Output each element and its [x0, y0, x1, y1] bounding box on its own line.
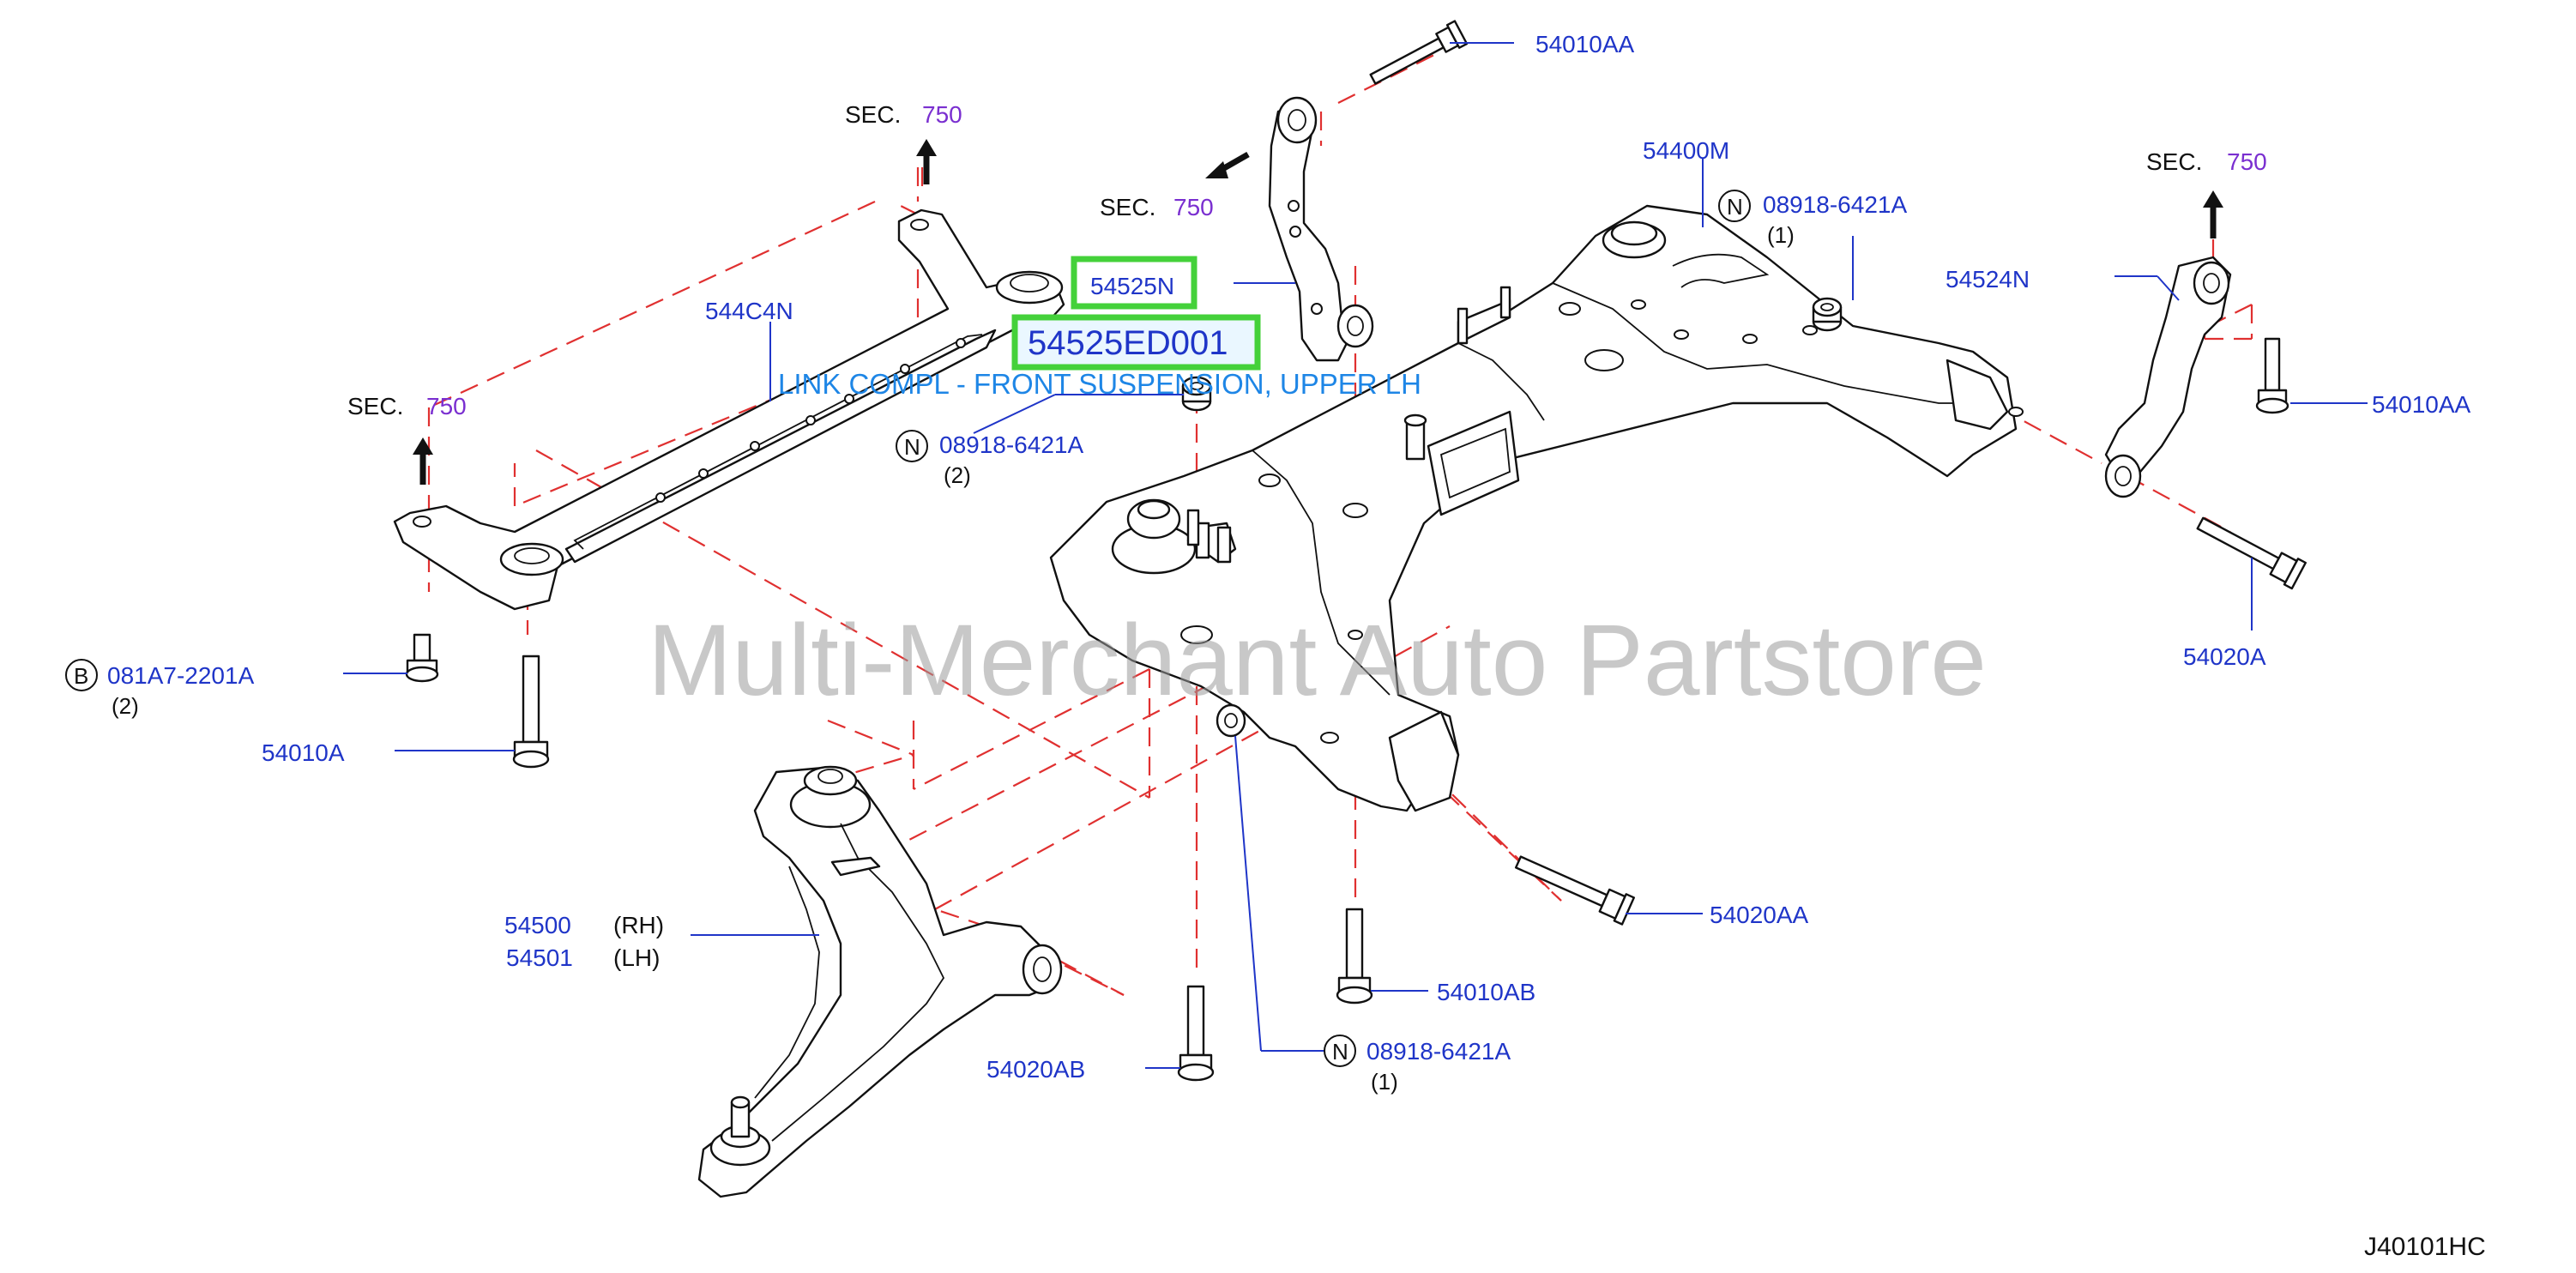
section-arrows: [413, 139, 2223, 485]
mark-n: N: [904, 434, 920, 460]
label-08918-left[interactable]: 08918-6421A: [939, 431, 1083, 458]
part-description: LINK COMPL - FRONT SUSPENSION, UPPER LH: [778, 368, 1421, 400]
fasteners: [405, 20, 2307, 1082]
sec-number[interactable]: 750: [1173, 194, 1214, 220]
member-544c4n: [393, 208, 1065, 611]
sec-number[interactable]: 750: [426, 393, 467, 419]
bolt-54010aa-right: [2255, 337, 2289, 414]
bolt-54020a: [2196, 516, 2307, 590]
label-08918-lower[interactable]: 08918-6421A: [1366, 1038, 1511, 1065]
label-54400m[interactable]: 54400M: [1643, 137, 1729, 164]
label-54010a[interactable]: 54010A: [262, 739, 345, 766]
n-mark-icon: [1324, 1035, 1356, 1067]
label-54010aa-right[interactable]: 54010AA: [2372, 391, 2471, 418]
highlight-box-54525ed001: [1011, 314, 1261, 371]
label-part-number[interactable]: 54525ED001: [1028, 324, 1228, 362]
sec-label: SEC.: [347, 393, 403, 419]
b-mark-icon: [65, 659, 98, 691]
mark-b: B: [74, 663, 88, 689]
label-54501[interactable]: 54501: [506, 944, 573, 971]
mark-n: N: [1727, 194, 1743, 220]
watermark: Multi-Merchant Auto Partstore: [648, 604, 1987, 717]
label-54010aa-top[interactable]: 54010AA: [1535, 31, 1635, 57]
sec-number[interactable]: 750: [2227, 148, 2267, 175]
n-mark-icon: [1718, 190, 1751, 222]
sec-label: SEC.: [2146, 148, 2202, 175]
nut-08918-right: [1812, 297, 1843, 332]
leader-lines: [343, 42, 2368, 1069]
lower-arm-54500: [697, 765, 1063, 1198]
sec-number[interactable]: 750: [922, 101, 962, 128]
arrow-up-icon: [413, 437, 433, 485]
part-labels: 54010AA SEC. 750 SEC. 750 SEC. 750 SEC. …: [65, 31, 2471, 1095]
bolt-081a7: [405, 633, 439, 683]
mark-n: N: [1332, 1039, 1348, 1065]
bolt-54010aa-top: [1369, 20, 1469, 85]
bolt-54010ab: [1336, 908, 1373, 1005]
qty-08918-left: (2): [944, 462, 971, 488]
arrow-diagonal-icon: [1205, 151, 1250, 178]
arrow-up-icon: [916, 139, 937, 184]
qty-081a7: (2): [112, 693, 139, 719]
nut-08918-left: [1181, 376, 1212, 412]
sec-label: SEC.: [1100, 194, 1155, 220]
label-54525n[interactable]: 54525N: [1090, 273, 1174, 299]
arrow-up-icon: [2203, 190, 2223, 238]
upper-link-54525n: [1268, 96, 1374, 362]
highlight-box-54525n: [1071, 256, 1198, 310]
link-54524n: [2104, 256, 2232, 498]
qty-08918-lower: (1): [1371, 1069, 1398, 1095]
sec-label: SEC.: [845, 101, 901, 128]
bolt-54010a: [512, 655, 550, 769]
nut-08918-lower: [1216, 703, 1246, 738]
label-54524n[interactable]: 54524N: [1946, 266, 2030, 293]
label-lh: (LH): [613, 944, 660, 971]
diagram-code: J40101HC: [2364, 1233, 2486, 1261]
bolt-54020ab: [1177, 985, 1215, 1082]
label-54020aa[interactable]: 54020AA: [1710, 902, 1809, 928]
n-mark-icon: [896, 430, 928, 462]
qty-08918-top: (1): [1767, 222, 1795, 248]
label-54500[interactable]: 54500: [504, 912, 571, 938]
label-rh: (RH): [613, 912, 664, 938]
highlight-callouts: 54525N 54525ED001 LINK COMPL - FRONT SUS…: [778, 256, 1421, 400]
label-54010ab[interactable]: 54010AB: [1437, 979, 1535, 1005]
crossmember-54400m: [1049, 204, 2024, 812]
label-081a7[interactable]: 081A7-2201A: [107, 662, 255, 689]
label-54020ab[interactable]: 54020AB: [986, 1056, 1085, 1083]
label-08918-top[interactable]: 08918-6421A: [1763, 191, 1907, 218]
label-544c4n[interactable]: 544C4N: [705, 298, 793, 324]
bolt-54020aa: [1514, 855, 1636, 926]
label-54020a[interactable]: 54020A: [2183, 643, 2266, 670]
